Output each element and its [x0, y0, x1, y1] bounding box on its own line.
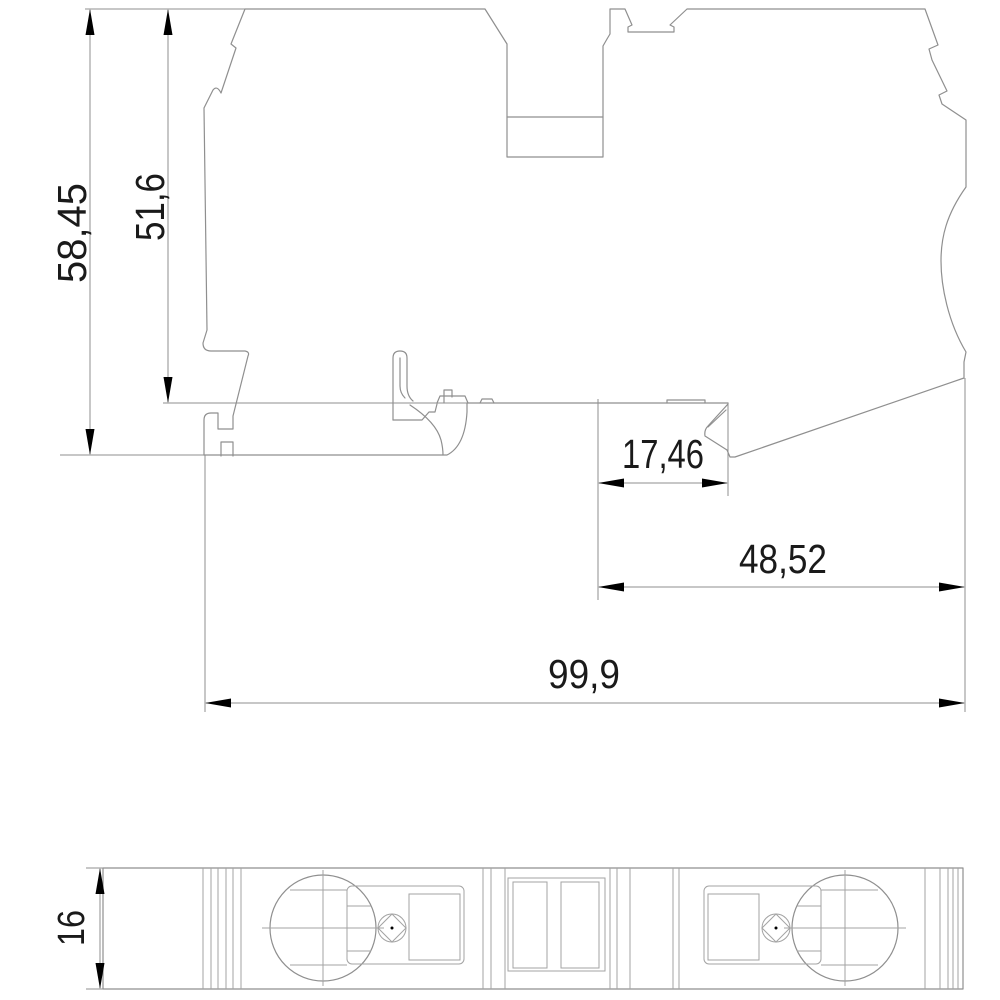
arrowhead-up: [85, 9, 95, 35]
left-wire-clamp: [262, 870, 465, 986]
rail-seat-bump-right: [479, 398, 495, 404]
dim-label-latch-offset: 17,46: [622, 431, 704, 477]
dim-label-upper-body-height: 51,6: [127, 173, 173, 241]
left-clamp-cage: [408, 893, 461, 961]
bottom-view: 16: [51, 867, 964, 990]
dimension-upper-body-height: 51,6: [127, 9, 467, 404]
rail-seat-step: [666, 399, 706, 404]
left-rib-lines: [202, 868, 242, 989]
dimension-width: 16: [51, 867, 105, 990]
marking-label-left: [512, 881, 548, 969]
arrowhead-left: [205, 698, 231, 708]
dim-label-width: 16: [51, 910, 93, 946]
rail-clamp-foot-detail: [443, 389, 453, 404]
dim-label-overall-length: 99,9: [548, 651, 620, 697]
dimension-latch-offset: 17,46: [597, 399, 729, 600]
arrowhead-right: [702, 478, 728, 488]
dimension-right-overhang: 48,52: [598, 378, 966, 712]
right-clamp-cage: [707, 893, 760, 961]
terminal-profile-outline: [202, 8, 967, 458]
right-foot-wedge-inner-line: [707, 409, 727, 428]
latch-hook-outer: [392, 350, 414, 421]
dimension-overall-length: 99,9: [204, 455, 965, 712]
right-wire-clamp: [703, 870, 906, 986]
dimension-overall-height: 58,45: [49, 8, 245, 456]
latch-body-curve: [409, 404, 444, 456]
dim-label-overall-height: 58,45: [49, 183, 95, 283]
latch-foot: [392, 403, 438, 421]
marking-label-right: [560, 881, 600, 969]
arrowhead-down: [163, 377, 173, 403]
arrowhead-down: [95, 963, 105, 989]
lower-body-notch: [220, 441, 234, 457]
left-screw-center-dot: [390, 926, 394, 930]
arrowhead-up: [95, 868, 105, 894]
right-clamp-window: [703, 885, 822, 965]
dim-label-right-overhang: 48,52: [739, 536, 827, 582]
arrowhead-right: [939, 698, 965, 708]
left-screw-diamond: [377, 913, 407, 943]
right-screw-center-dot: [774, 926, 778, 930]
marking-frame: [507, 877, 606, 972]
arrowhead-left: [598, 478, 624, 488]
arrowhead-up: [163, 9, 173, 35]
right-screw-diamond: [761, 913, 791, 943]
strip-outline: [102, 867, 964, 990]
arrowhead-left: [598, 582, 624, 592]
centre-right-partition-lines: [609, 868, 680, 989]
right-rib-lines: [924, 868, 959, 989]
latch-hook-inner: [399, 357, 406, 399]
lower-body-bottom-edge: [203, 402, 468, 456]
left-clamp-window: [346, 885, 465, 965]
marking-tag-area: [507, 877, 606, 972]
centre-left-partition-lines: [482, 868, 506, 989]
arrowhead-right: [939, 582, 965, 592]
side-profile-view: [202, 8, 967, 458]
arrowhead-down: [85, 429, 95, 455]
